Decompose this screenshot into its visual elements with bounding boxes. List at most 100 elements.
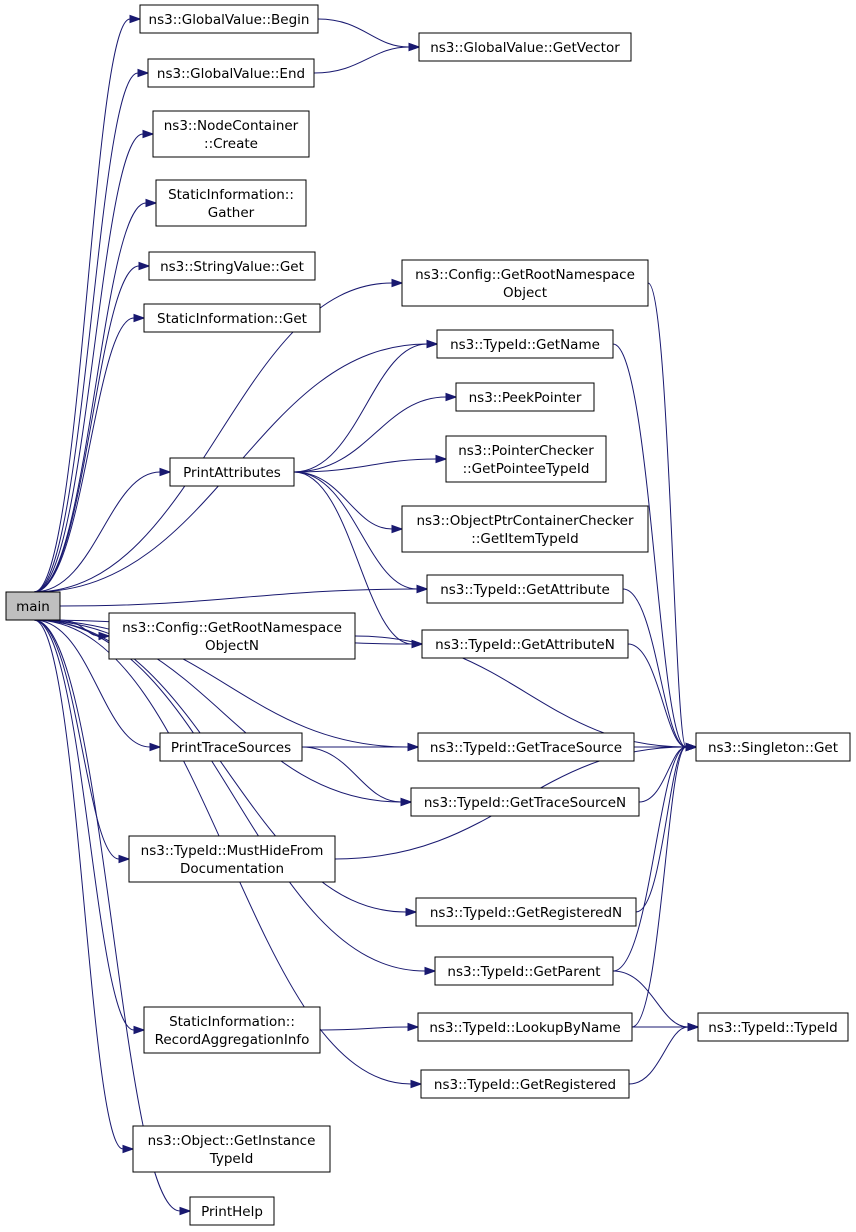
node-tid-getregistered[interactable]: ns3::TypeId::GetRegistered	[420, 1069, 630, 1099]
node-printtracesources[interactable]: PrintTraceSources	[159, 732, 303, 762]
edge-tid_getname-to-singleton_get	[612, 343, 687, 748]
node-si-recordagg[interactable]: StaticInformation::RecordAggregationInfo	[143, 1006, 321, 1054]
node-label: ns3::NodeContainer	[164, 118, 299, 134]
node-tid-getattribute[interactable]: ns3::TypeId::GetAttribute	[426, 574, 624, 604]
node-box[interactable]	[143, 1006, 321, 1054]
node-label: ::GetItemTypeId	[471, 531, 578, 547]
node-label: ns3::TypeId::GetRegistered	[434, 1077, 616, 1093]
edge-main-to-gv_end	[33, 72, 139, 593]
node-box[interactable]	[159, 732, 303, 762]
node-singleton-get[interactable]: ns3::Singleton::Get	[695, 732, 851, 762]
node-box[interactable]	[152, 110, 310, 158]
node-tid-typeid[interactable]: ns3::TypeId::TypeId	[697, 1012, 849, 1042]
node-printhelp[interactable]: PrintHelp	[189, 1196, 275, 1226]
edge-main-to-printtracesources	[33, 619, 151, 748]
edge-arrowhead-si_recordagg-to-tid_lookupbyname	[407, 1022, 420, 1032]
node-main[interactable]: main	[5, 591, 61, 621]
node-tid-getattributen[interactable]: ns3::TypeId::GetAttributeN	[421, 629, 629, 659]
node-sv-get[interactable]: ns3::StringValue::Get	[148, 251, 316, 281]
node-box[interactable]	[139, 4, 319, 34]
node-label: TypeId	[209, 1151, 254, 1167]
node-gv-begin[interactable]: ns3::GlobalValue::Begin	[139, 4, 319, 34]
node-tid-gettracesource[interactable]: ns3::TypeId::GetTraceSource	[417, 732, 635, 762]
node-box[interactable]	[445, 435, 607, 483]
node-box[interactable]	[420, 1069, 630, 1099]
edge-printattributes-to-tid_getattribute	[293, 471, 418, 590]
node-label: ns3::TypeId::TypeId	[708, 1020, 838, 1036]
edge-gv_begin-to-gv_getvector	[317, 18, 410, 48]
node-box[interactable]	[155, 179, 307, 227]
node-box[interactable]	[128, 835, 336, 883]
node-box[interactable]	[148, 251, 316, 281]
node-tid-getname[interactable]: ns3::TypeId::GetName	[436, 329, 614, 359]
node-nc-create[interactable]: ns3::NodeContainer::Create	[152, 110, 310, 158]
node-peekpointer[interactable]: ns3::PeekPointer	[455, 382, 595, 412]
node-tid-lookupbyname[interactable]: ns3::TypeId::LookupByName	[417, 1012, 633, 1042]
node-box[interactable]	[421, 629, 629, 659]
node-box[interactable]	[417, 732, 635, 762]
node-box[interactable]	[436, 329, 614, 359]
edge-tid_lookupbyname-to-singleton_get	[631, 746, 687, 1028]
edge-arrowhead-main-to-gv_begin	[129, 14, 142, 24]
node-label: PrintHelp	[201, 1204, 263, 1220]
node-tid-gettracesourcen[interactable]: ns3::TypeId::GetTraceSourceN	[410, 787, 640, 817]
node-box[interactable]	[410, 787, 640, 817]
edge-arrowhead-main-to-tid_musthide	[118, 854, 131, 864]
edge-printtracesources-to-tid_gettracesourcen	[301, 746, 402, 803]
node-si-get[interactable]: StaticInformation::Get	[143, 303, 321, 333]
node-pc-pointee[interactable]: ns3::PointerChecker::GetPointeeTypeId	[445, 435, 607, 483]
edge-arrowhead-tid_getregistered-to-tid_typeid	[687, 1022, 700, 1032]
node-box[interactable]	[169, 457, 295, 487]
edge-main-to-tid_gettracesource	[33, 619, 409, 748]
edge-tid_getattributen-to-singleton_get	[627, 643, 687, 748]
node-box[interactable]	[455, 382, 595, 412]
node-gv-end[interactable]: ns3::GlobalValue::End	[147, 58, 315, 88]
node-box[interactable]	[418, 32, 632, 62]
node-label: ns3::TypeId::GetParent	[447, 964, 600, 980]
node-label: ObjectN	[205, 638, 259, 654]
node-label: ns3::StringValue::Get	[160, 259, 304, 275]
node-box[interactable]	[143, 303, 321, 333]
edge-main-to-nc_create	[33, 133, 144, 593]
edge-arrowhead-printtracesources-to-tid_gettracesource	[407, 742, 420, 752]
edge-arrowhead-main-to-cfg_rootns	[391, 278, 404, 288]
node-label: ns3::TypeId::GetRegisteredN	[430, 905, 622, 921]
node-label: ns3::Object::GetInstance	[148, 1133, 316, 1149]
node-tid-getregisteredn[interactable]: ns3::TypeId::GetRegisteredN	[415, 897, 637, 927]
node-tid-getparent[interactable]: ns3::TypeId::GetParent	[434, 956, 614, 986]
node-gv-getvector[interactable]: ns3::GlobalValue::GetVector	[418, 32, 632, 62]
edge-tid_getparent-to-tid_typeid	[612, 970, 689, 1028]
node-box[interactable]	[415, 897, 637, 927]
node-box[interactable]	[189, 1196, 275, 1226]
node-box[interactable]	[147, 58, 315, 88]
node-box[interactable]	[5, 591, 61, 621]
edge-si_recordagg-to-tid_lookupbyname	[319, 1026, 409, 1031]
edge-cfg_rootns-to-singleton_get	[647, 282, 687, 748]
edge-arrowhead-main-to-nc_create	[142, 129, 155, 139]
node-label: ns3::ObjectPtrContainerChecker	[416, 513, 634, 529]
node-box[interactable]	[401, 505, 649, 553]
node-box[interactable]	[132, 1125, 331, 1173]
node-box[interactable]	[426, 574, 624, 604]
node-box[interactable]	[108, 612, 356, 660]
node-box[interactable]	[695, 732, 851, 762]
node-box[interactable]	[697, 1012, 849, 1042]
node-label: ns3::Singleton::Get	[708, 740, 838, 756]
node-label: ns3::Config::GetRootNamespace	[415, 267, 635, 283]
node-box[interactable]	[417, 1012, 633, 1042]
node-label: Documentation	[180, 861, 284, 877]
edge-tid_getregisteredn-to-singleton_get	[635, 746, 687, 913]
node-label: Object	[503, 285, 547, 301]
node-opcc-item[interactable]: ns3::ObjectPtrContainerChecker::GetItemT…	[401, 505, 649, 553]
edges-layer	[33, 14, 700, 1216]
node-si-gather[interactable]: StaticInformation::Gather	[155, 179, 307, 227]
edge-main-to-tid_getattribute	[59, 588, 418, 607]
node-box[interactable]	[401, 259, 649, 307]
node-printattributes[interactable]: PrintAttributes	[169, 457, 295, 487]
edge-main-to-tid_musthide	[33, 619, 120, 860]
node-box[interactable]	[434, 956, 614, 986]
